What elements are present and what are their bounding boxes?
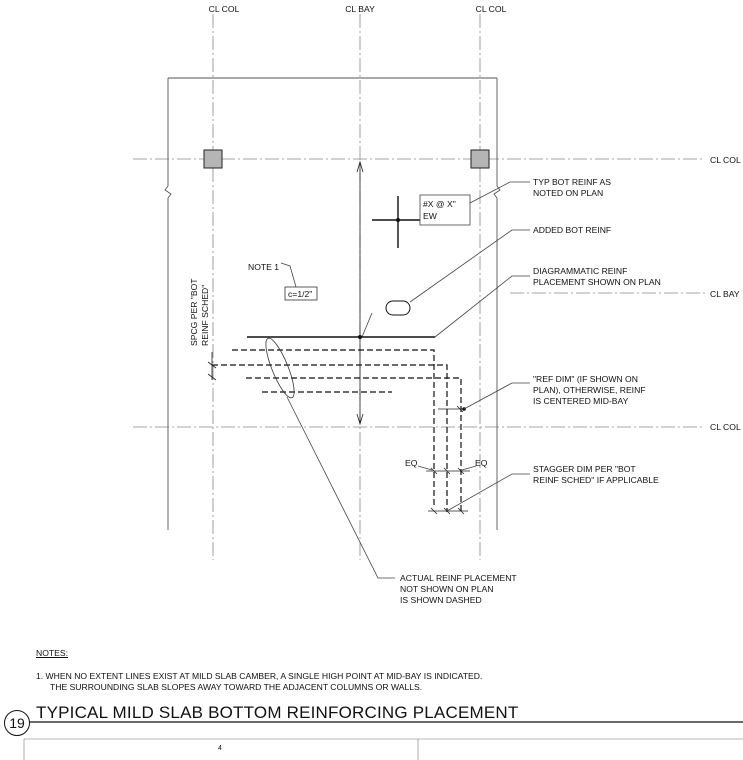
label-cl-col-row-bottom: CL COL [710,422,741,432]
actual-line1: ACTUAL REINF PLACEMENT [400,573,517,583]
label-cl-bay-row: CL BAY [710,289,740,299]
typ-bot-reinf-leader [469,181,530,204]
spcg-label: SPCG PER "BOT REINF SCHED" [189,278,210,346]
stagger-leader [446,473,530,512]
actual-placement-leader [286,396,395,579]
column-left [203,149,223,169]
bar-spec-line2: EW [423,211,438,221]
note-1-line2: THE SURROUNDING SLAB SLOPES AWAY TOWARD … [50,682,423,692]
ref-dim-line3: IS CENTERED MID-BAY [533,396,629,406]
eq-right-leader [461,465,477,471]
added-bot-reinf-leader [409,229,530,303]
typ-bot-reinf-line1: TYP BOT REINF AS [533,177,611,187]
added-bot-reinf-label: ADDED BOT REINF [533,225,611,235]
detail-number: 19 [4,710,30,736]
eq-tick-2 [443,467,451,475]
label-cl-col-left: CL COL [209,4,240,14]
label-cl-col-right: CL COL [476,4,507,14]
stagger-line1: STAGGER DIM PER "BOT [533,464,636,474]
actual-bar-2 [212,364,448,512]
slab-edge-left [164,78,172,530]
ref-dim-line2: PLAN), OTHERWISE, REINF [533,385,646,395]
label-cl-bay-top: CL BAY [345,4,375,14]
eq-left-leader [417,465,433,471]
ref-dim-leader [463,382,530,410]
eq-right-label: EQ [475,458,488,468]
added-reinf-tag-leader [361,312,373,338]
span-arrow-top [356,160,364,173]
diagrammatic-line1: DIAGRAMMATIC REINF [533,266,627,276]
detail-title: TYPICAL MILD SLAB BOTTOM REINFORCING PLA… [36,703,519,722]
typ-bar-node [396,218,400,222]
ref-dim-line1: "REF DIM" (IF SHOWN ON [533,374,638,384]
stagger-tick-1 [430,507,438,515]
eq-tick-1 [430,467,438,475]
actual-bar-1 [232,349,435,508]
spcg-tick-2 [207,373,217,381]
column-right [470,149,490,169]
typ-bot-reinf-line2: NOTED ON PLAN [533,188,603,198]
notes-heading: NOTES: [36,648,68,658]
spcg-line2: REINF SCHED" [200,285,210,346]
note1-label: NOTE 1 [248,262,279,272]
page-number: 4 [218,745,222,752]
note1-leader [280,262,297,288]
added-bar-node [358,335,362,339]
camber-label: c=1/2" [288,289,312,299]
diagrammatic-line2: PLACEMENT SHOWN ON PLAN [533,277,661,287]
eq-left-label: EQ [405,458,418,468]
actual-placement-ellipse [265,337,295,399]
spcg-tick-1 [207,361,217,369]
spcg-line1: SPCG PER "BOT [189,278,199,346]
added-reinf-tag [385,300,411,316]
slab-edge-right [493,78,501,530]
diagrammatic-leader [434,275,530,338]
bar-spec-box [419,194,471,226]
stagger-line2: REINF SCHED" IF APPLICABLE [533,475,659,485]
actual-bar-3 [246,377,462,512]
stagger-tick-3 [457,507,465,515]
actual-line2: NOT SHOWN ON PLAN [400,584,493,594]
camber-box [284,286,318,301]
actual-line3: IS SHOWN DASHED [400,595,482,605]
span-arrow-bottom [356,413,364,426]
eq-tick-3 [457,467,465,475]
bar-spec-line1: #X @ X" [423,199,456,209]
label-cl-col-row-top: CL COL [710,155,741,165]
ref-dim-tick [456,405,464,413]
note-1-line1: 1. WHEN NO EXTENT LINES EXIST AT MILD SL… [36,671,483,681]
